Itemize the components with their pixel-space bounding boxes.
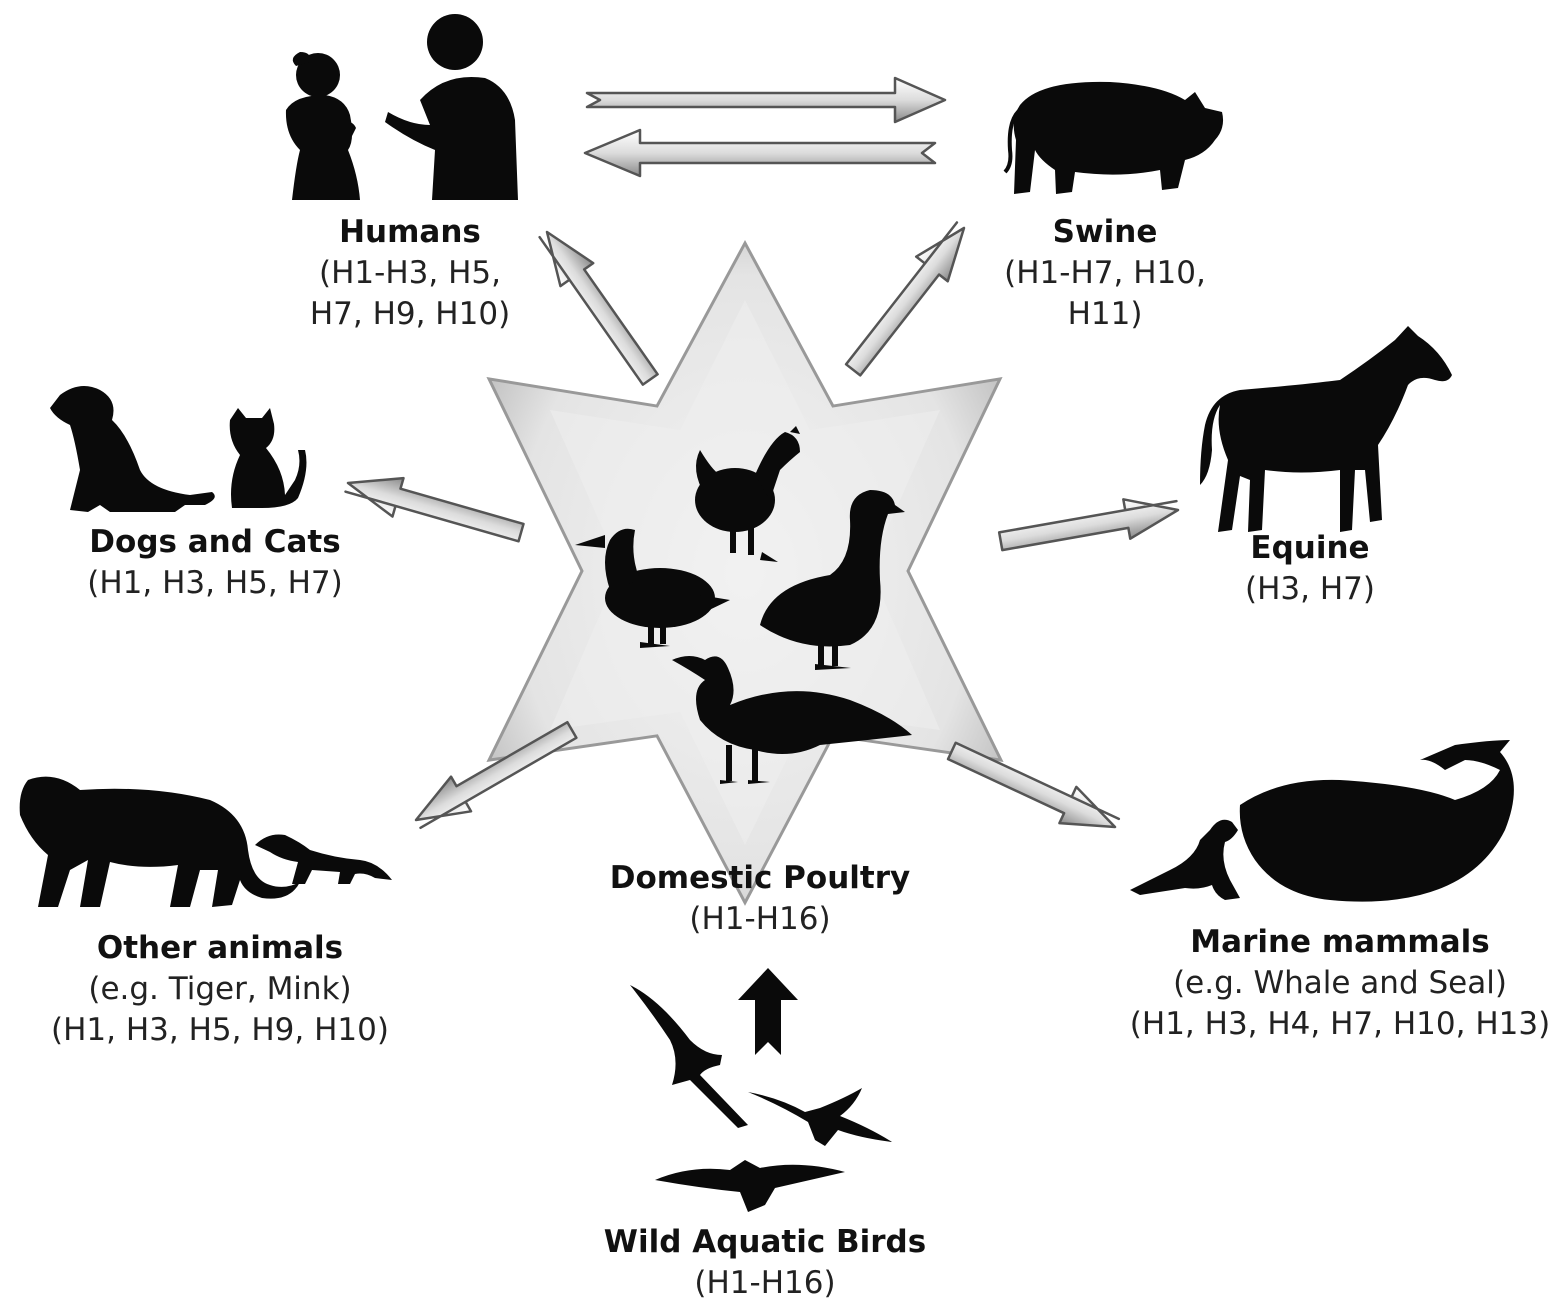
arrow-to-equine: [997, 490, 1181, 561]
other-animals-name: Other animals: [20, 928, 420, 969]
arrow-to-swine: [837, 216, 979, 382]
wild-birds-name: Wild Aquatic Birds: [590, 1222, 940, 1263]
humans-icon: [286, 14, 518, 200]
whale-icon: [1240, 740, 1514, 902]
other-animals-example: (e.g. Tiger, Mink): [20, 969, 420, 1010]
other-animals-label: Other animals (e.g. Tiger, Mink) (H1, H3…: [20, 928, 420, 1051]
marine-mammals-subtypes: (H1, H3, H4, H7, H10, H13): [1115, 1004, 1565, 1045]
dogs-cats-label: Dogs and Cats (H1, H3, H5, H7): [50, 522, 380, 604]
bold-up-arrow-icon: [738, 968, 798, 1055]
gull-icon: [630, 985, 748, 1128]
wild-birds-label: Wild Aquatic Birds (H1-H16): [590, 1222, 940, 1304]
dogs-cats-name: Dogs and Cats: [50, 522, 380, 563]
horse-icon: [1200, 326, 1452, 532]
marine-mammals-example: (e.g. Whale and Seal): [1115, 963, 1565, 1004]
seal-icon: [1130, 820, 1240, 900]
dogs-cats-subtypes: (H1, H3, H5, H7): [50, 563, 380, 604]
other-animals-subtypes: (H1, H3, H5, H9, H10): [20, 1010, 420, 1051]
dog-icon: [50, 386, 215, 512]
domestic-poultry-subtypes: (H1-H16): [590, 899, 930, 940]
humans-subtypes-1: (H1-H3, H5,: [270, 253, 550, 294]
marine-mammals-name: Marine mammals: [1115, 922, 1565, 963]
domestic-poultry-label: Domestic Poultry (H1-H16): [590, 858, 930, 940]
wild-birds-subtypes: (H1-H16): [590, 1263, 940, 1304]
equine-subtypes: (H3, H7): [1210, 569, 1410, 610]
mink-icon: [255, 834, 392, 884]
swine-label: Swine (H1-H7, H10, H11): [960, 212, 1250, 335]
humans-subtypes-2: H7, H9, H10): [270, 294, 550, 335]
pig-icon: [1005, 82, 1223, 194]
arrow-to-other: [406, 713, 582, 838]
arrow-to-humans: [531, 221, 667, 391]
gull-icon-3: [655, 1160, 845, 1212]
arrow-to-marine: [943, 733, 1123, 845]
domestic-poultry-name: Domestic Poultry: [590, 858, 930, 899]
swine-subtypes-2: H11): [960, 294, 1250, 335]
swine-name: Swine: [960, 212, 1250, 253]
arrow-swine-to-humans: [585, 130, 935, 176]
swine-subtypes-1: (H1-H7, H10,: [960, 253, 1250, 294]
marine-mammals-label: Marine mammals (e.g. Whale and Seal) (H1…: [1115, 922, 1565, 1045]
tiger-icon: [20, 777, 300, 907]
humans-name: Humans: [270, 212, 550, 253]
humans-label: Humans (H1-H3, H5, H7, H9, H10): [270, 212, 550, 335]
cat-icon: [230, 408, 307, 508]
equine-label: Equine (H3, H7): [1210, 528, 1410, 610]
gull-icon-2: [748, 1088, 892, 1146]
equine-name: Equine: [1210, 528, 1410, 569]
arrow-humans-to-swine: [587, 78, 945, 122]
